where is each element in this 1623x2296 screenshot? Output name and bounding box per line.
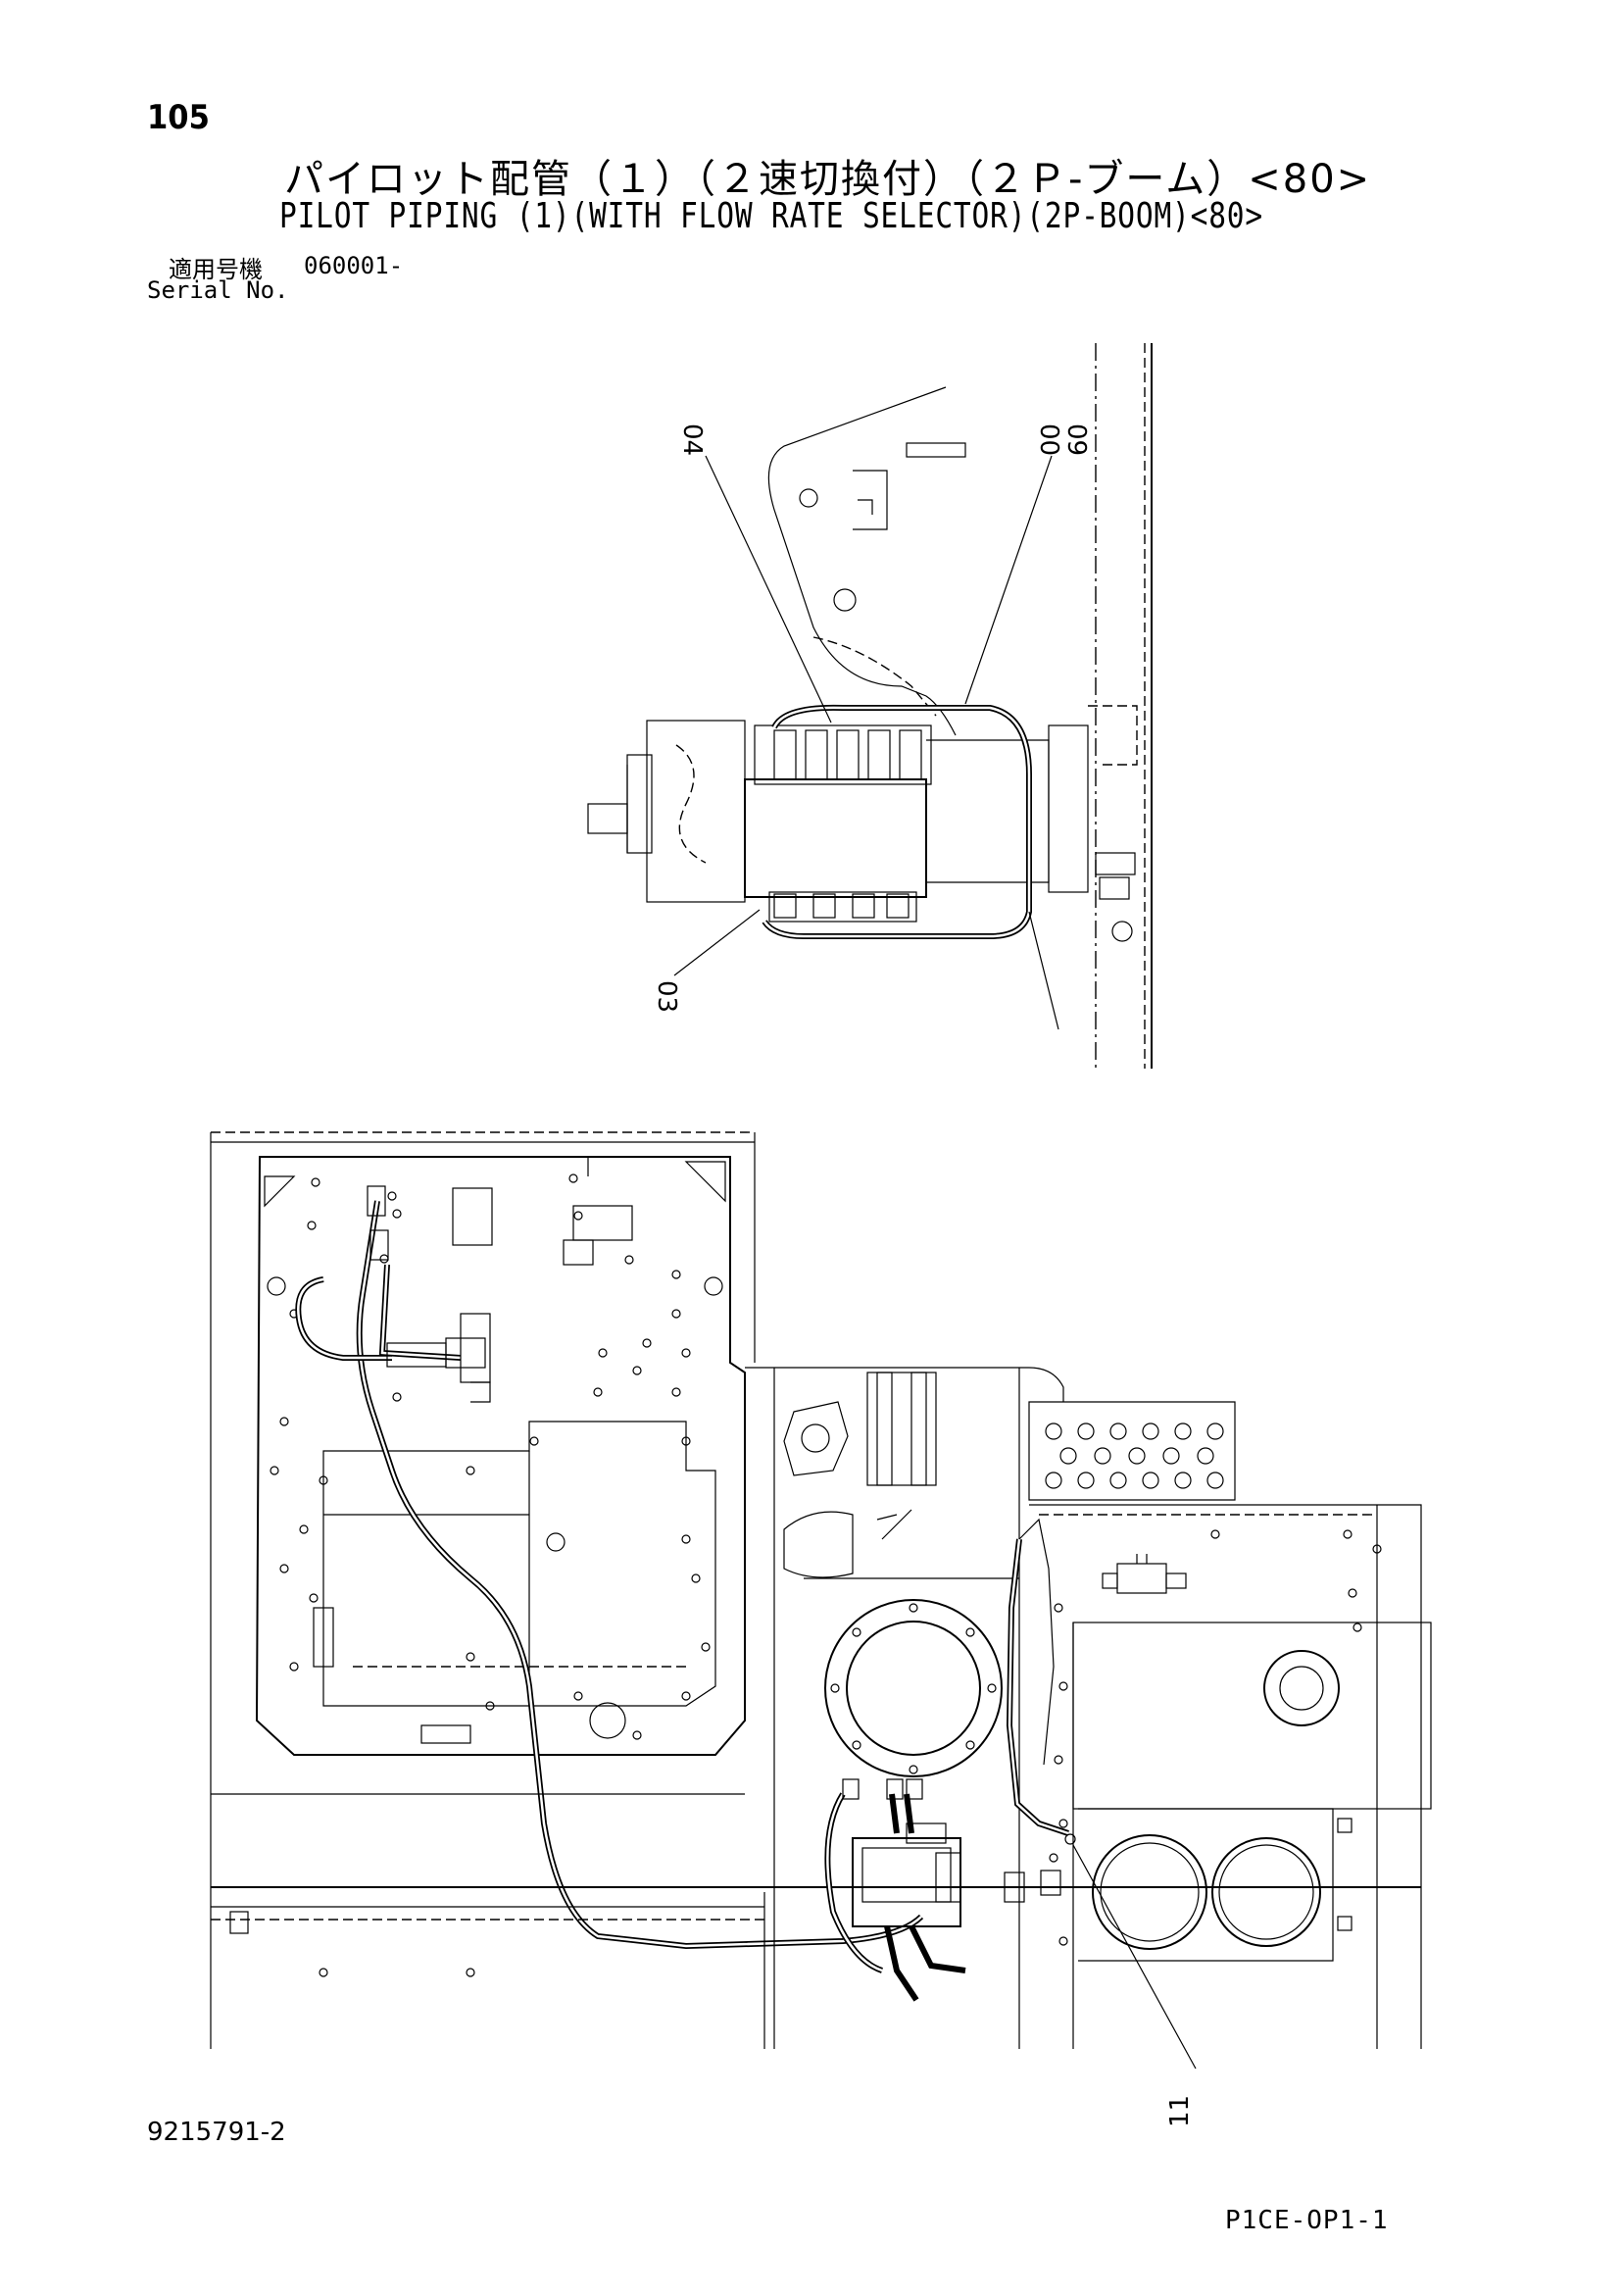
serial-label-japanese: 適用号機 <box>169 256 263 283</box>
top-view <box>587 343 1153 1069</box>
title-japanese: パイロット配管（１）（２速切換付）（２Ｐ-ブーム）<80> <box>284 157 1372 202</box>
document-number: 9215791-2 <box>147 2118 286 2147</box>
page-number: 105 <box>147 98 210 137</box>
bottom-view <box>210 1131 1432 2070</box>
part-label-00: 00 <box>1034 424 1063 456</box>
serial-label-english: Serial No. <box>147 276 289 304</box>
title-english: PILOT PIPING (1)(WITH FLOW RATE SELECTOR… <box>279 196 1264 236</box>
serial-value: 060001- <box>304 252 404 279</box>
part-label-04: 04 <box>677 424 707 456</box>
part-label-11: 11 <box>1165 2095 1195 2127</box>
sheet-code: P1CE-OP1-1 <box>1225 2206 1389 2235</box>
part-label-03: 03 <box>652 980 681 1013</box>
part-label-09: 09 <box>1061 424 1091 456</box>
